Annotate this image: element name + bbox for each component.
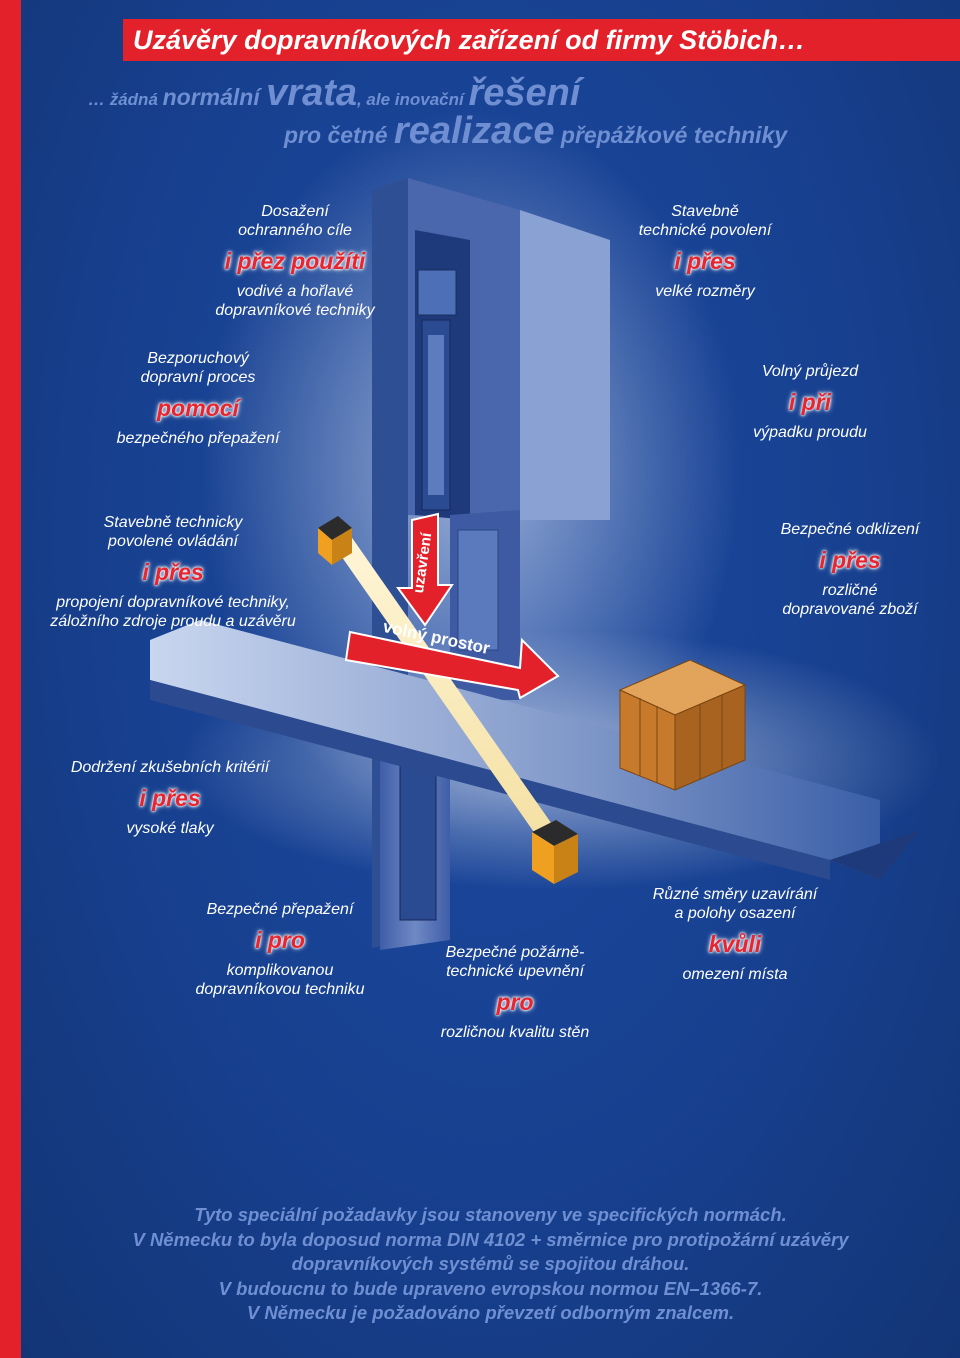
conveyor-belt [150,620,920,880]
feature-free-passage: Volný průjezd i při výpadku proudu [753,363,867,441]
door-frame [372,178,610,950]
feature-approved-control: Stavebně technicky povolené ovládání i p… [50,514,296,630]
subtitle-line-2: pro četné realizace přepážkové techniky [284,110,788,152]
feature-protection-goal: Dosažení ochranného cíle i přez použíti … [215,203,375,319]
sensor-top [318,516,352,565]
feature-closing-directions: Různé směry uzavírání a polohy osazení k… [652,886,818,983]
feature-trouble-free-process: Bezporuchový dopravní proces pomocí bezp… [116,350,280,447]
light-beam [330,532,570,858]
free-space-arrow [344,630,560,700]
footer-line: dopravníkových systémů se spojitou dráho… [291,1253,690,1274]
footer-line: V Německu to byla doposud norma DIN 4102… [132,1228,849,1250]
subtitle-line-1: … žádná normální vrata, ale inovační řeš… [88,72,581,114]
footer-line: V Německu je požadováno převzetí odborný… [246,1302,735,1323]
feature-building-approval: Stavebně technické povolení i přes velké… [638,203,772,300]
left-red-stripe [0,0,21,1358]
footer-line: V budoucnu to bude upraveno evropskou no… [218,1277,763,1299]
closing-arrow [396,512,454,627]
feature-safe-clearing: Bezpečné odklizení i přes rozličné dopra… [780,521,920,618]
feature-safe-partition: Bezpečné přepažení i pro komplikovanou d… [195,901,365,998]
standards-footer: Tyto speciální požadavky jsou stanoveny … [21,1203,960,1326]
feature-fire-mounting: Bezpečné požárně- technické upevnění pro… [440,944,590,1041]
sensor-bottom [532,820,578,884]
page-title: Uzávěry dopravníkových zařízení od firmy… [123,19,960,61]
feature-test-criteria: Dodržení zkušebních kritérií i přes vyso… [70,759,270,837]
wooden-crate [618,659,747,791]
footer-line: Tyto speciální požadavky jsou stanoveny … [194,1204,787,1225]
